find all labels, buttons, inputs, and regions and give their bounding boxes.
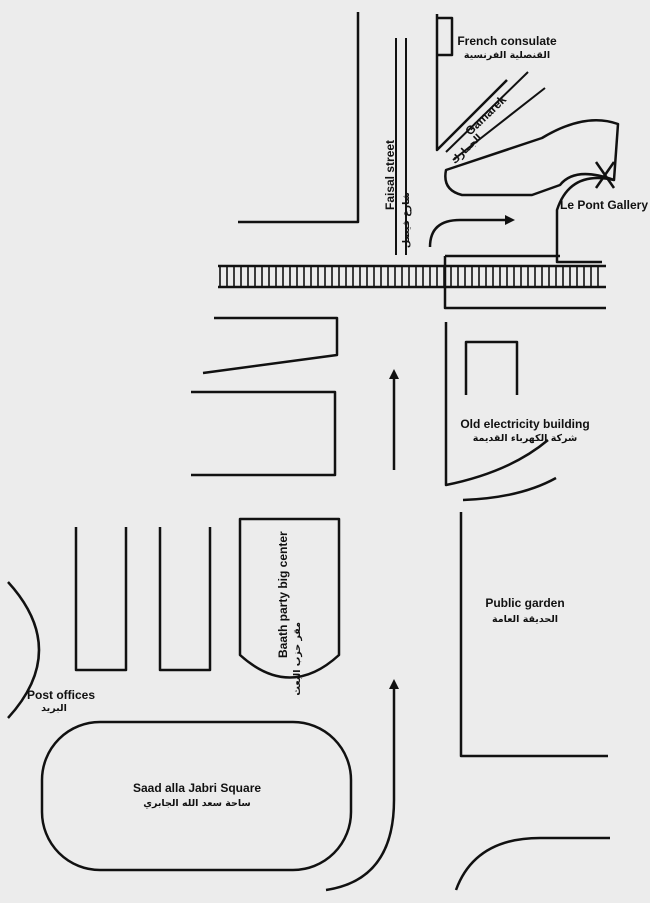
block-top-left	[238, 12, 360, 224]
turn-arrow-icon	[428, 215, 515, 248]
baath-party-building	[238, 517, 341, 679]
french-consulate-building	[438, 16, 454, 57]
label-faisal-street: Faisal street	[383, 140, 397, 210]
old-electricity-inner	[464, 340, 519, 395]
up-arrow-icon-lower	[325, 679, 399, 892]
label-public-garden: Public garden	[485, 596, 564, 610]
label-square: Saad alla Jabri Square	[133, 781, 261, 795]
block-mid-left-lower	[191, 390, 337, 477]
label-french-consulate: French consulate	[457, 34, 557, 48]
label-le-pont-gallery: Le Pont Gallery	[560, 198, 648, 212]
label-square-ar: ساحة سعد الله الجابري	[143, 798, 251, 809]
post-office-curve	[7, 581, 41, 719]
block-u-left-2	[158, 527, 212, 672]
x-mark-icon	[594, 161, 616, 189]
road-left-edge	[435, 14, 508, 152]
public-garden-outline	[459, 512, 608, 758]
gamarek-street-line-inner	[452, 87, 546, 161]
label-gamarek: Gamarek	[462, 92, 509, 138]
block-mid-left-upper	[202, 316, 339, 375]
label-public-garden-ar: الحديقة العامة	[492, 614, 558, 625]
road-curve-bottom-right	[454, 836, 610, 891]
label-old-electricity: Old electricity building	[460, 417, 589, 431]
label-baath-party: Baath party big center	[276, 531, 290, 658]
label-baath-party-ar: مقر حزب البعث	[292, 622, 303, 696]
le-pont-gallery-outline	[555, 176, 615, 264]
road-right-crossing	[443, 256, 606, 310]
label-old-electricity-ar: شركة الكهرباء القديمة	[473, 433, 578, 444]
railway-tracks	[218, 264, 606, 289]
old-electricity-building-outline	[444, 322, 549, 487]
label-post-offices: Post offices	[27, 688, 95, 702]
label-post-offices-ar: البريد	[41, 703, 67, 714]
road-curve-electricity	[462, 476, 557, 502]
gamarek-street-line-outer	[445, 71, 529, 153]
saad-alla-jabri-square	[40, 720, 353, 872]
label-gamarek-ar: الجمارك	[449, 132, 484, 166]
label-faisal-street-ar: شارع فيصل	[401, 192, 412, 248]
gamarek-building-block	[444, 118, 620, 197]
block-u-left-1	[74, 527, 128, 672]
label-french-consulate-ar: القنصلية الفرنسية	[464, 50, 550, 61]
